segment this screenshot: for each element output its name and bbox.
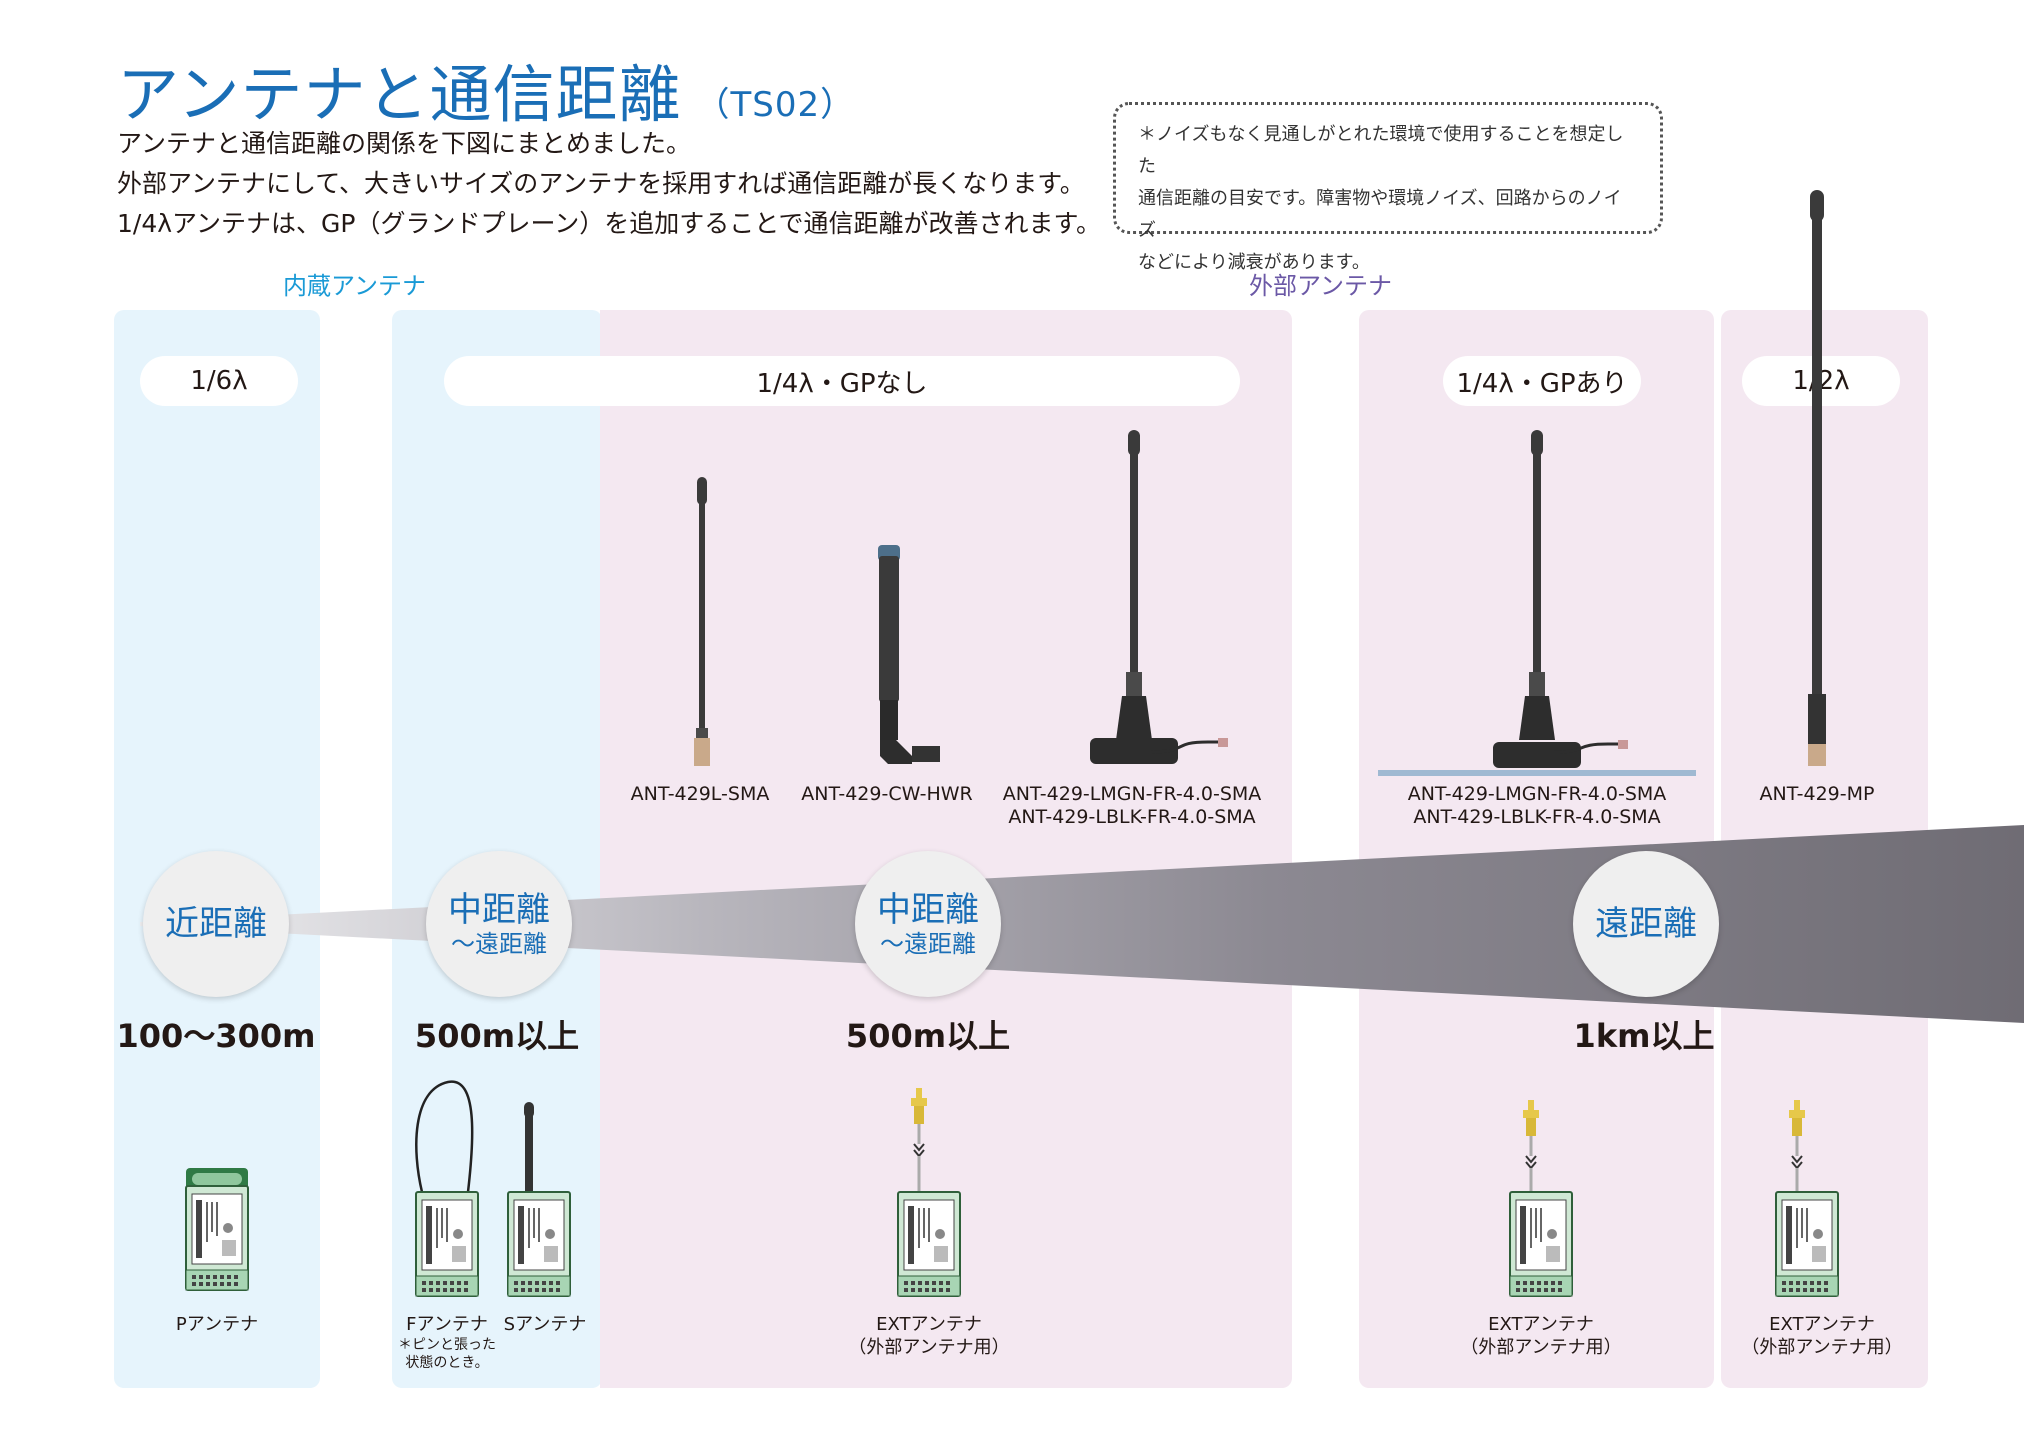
model-label-l-sma: ANT-429L-SMA xyxy=(630,783,770,805)
model-line: ANT-429-LMGN-FR-4.0-SMA xyxy=(1002,783,1262,805)
module-caption-ext: EXTアンテナ （外部アンテナ用） xyxy=(1741,1313,1902,1359)
note-line: ＊ノイズもなく見通しがとれた環境で使用することを想定した xyxy=(1138,124,1624,177)
wavelength-sixth: 1/6λ xyxy=(140,356,298,406)
range-label: 中距離 xyxy=(448,890,550,930)
model-label-cw-hwr: ANT-429-CW-HWR xyxy=(801,783,973,805)
range-circle-near: 近距離 xyxy=(143,851,289,997)
magnetic-mount-antenna-icon xyxy=(1090,430,1228,764)
model-label-mp: ANT-429-MP xyxy=(1759,783,1875,805)
range-label: 中距離 xyxy=(877,890,979,930)
ext-antenna-module-icon xyxy=(1509,1099,1573,1297)
caption-line: （外部アンテナ用） xyxy=(1460,1337,1622,1358)
title-main: アンテナと通信距離 xyxy=(117,58,682,131)
range-circle-mid-1: 中距離 〜遠距離 xyxy=(426,851,572,997)
module-caption-f-note: ＊ピンと張った 状態のとき。 xyxy=(398,1336,496,1372)
caption-note-line: ＊ピンと張った xyxy=(398,1337,496,1353)
module-caption-ext: EXTアンテナ （外部アンテナ用） xyxy=(1460,1313,1621,1359)
description: アンテナと通信距離の関係を下図にまとめました。 外部アンテナにして、大きいサイズ… xyxy=(117,124,1101,244)
caption-line: （外部アンテナ用） xyxy=(848,1337,1010,1358)
description-line: 外部アンテナにして、大きいサイズのアンテナを採用すれば通信距離が長くなります。 xyxy=(117,169,1085,198)
caption-line: EXTアンテナ xyxy=(1488,1314,1594,1335)
model-line: ANT-429-LMGN-FR-4.0-SMA xyxy=(1407,783,1667,805)
range-label: 近距離 xyxy=(165,904,267,944)
range-sublabel: 〜遠距離 xyxy=(451,930,547,958)
ext-antenna-module-icon xyxy=(1775,1099,1839,1297)
whip-antenna-icon xyxy=(694,477,710,766)
module-caption-ext: EXTアンテナ （外部アンテナ用） xyxy=(848,1313,1009,1359)
group-label-external: 外部アンテナ xyxy=(1249,272,1393,300)
caption-line: EXTアンテナ xyxy=(876,1314,982,1335)
range-circle-far: 遠距離 xyxy=(1573,851,1719,997)
note-line: 通信距離の目安です。障害物や環境ノイズ、回路からのノイズ xyxy=(1138,188,1622,241)
module-caption-p: Pアンテナ xyxy=(175,1314,259,1335)
title-sub: （TS02） xyxy=(695,85,856,125)
caption-note-line: 状態のとき。 xyxy=(405,1355,489,1371)
caption-line: （外部アンテナ用） xyxy=(1741,1337,1903,1358)
module-caption-f: Fアンテナ xyxy=(406,1314,488,1335)
model-line: ANT-429-LBLK-FR-4.0-SMA xyxy=(1008,806,1256,828)
range-label: 遠距離 xyxy=(1595,904,1697,944)
half-wave-antenna-icon xyxy=(1808,190,1826,766)
f-antenna-module-icon xyxy=(415,1080,479,1297)
note-box: ＊ノイズもなく見通しがとれた環境で使用することを想定した 通信距離の目安です。障… xyxy=(1113,102,1663,273)
group-label-internal: 内蔵アンテナ xyxy=(283,272,427,300)
wavelength-quarter-no-gp: 1/4λ・GPなし xyxy=(444,356,1240,406)
model-line: ANT-429-LBLK-FR-4.0-SMA xyxy=(1413,806,1661,828)
wavelength-quarter-gp: 1/4λ・GPあり xyxy=(1443,356,1641,406)
caption-line: EXTアンテナ xyxy=(1769,1314,1875,1335)
module-caption-s: Sアンテナ xyxy=(503,1314,587,1335)
note-line: などにより減衰があります。 xyxy=(1138,252,1370,273)
ext-antenna-module-icon xyxy=(897,1087,961,1297)
range-circle-mid-2: 中距離 〜遠距離 xyxy=(855,851,1001,997)
p-antenna-module-icon xyxy=(185,1168,249,1291)
magnetic-mount-gp-antenna-icon xyxy=(1378,430,1696,776)
model-label-lmgn: ANT-429-LMGN-FR-4.0-SMA ANT-429-LBLK-FR-… xyxy=(1003,783,1262,829)
stubby-antenna-icon xyxy=(878,545,940,764)
page-title: アンテナと通信距離 （TS02） xyxy=(117,44,855,134)
distance-near: 100〜300m xyxy=(116,1017,316,1055)
distance-far: 1km以上 xyxy=(1573,1017,1715,1055)
s-antenna-module-icon xyxy=(507,1102,571,1297)
description-line: 1/4λアンテナは、GP（グランドプレーン）を追加することで通信距離が改善されま… xyxy=(117,209,1101,238)
distance-mid-1: 500m以上 xyxy=(414,1017,580,1055)
model-label-lmgn-gp: ANT-429-LMGN-FR-4.0-SMA ANT-429-LBLK-FR-… xyxy=(1408,783,1667,829)
distance-mid-2: 500m以上 xyxy=(845,1017,1011,1055)
description-line: アンテナと通信距離の関係を下図にまとめました。 xyxy=(117,129,692,158)
range-sublabel: 〜遠距離 xyxy=(880,930,976,958)
